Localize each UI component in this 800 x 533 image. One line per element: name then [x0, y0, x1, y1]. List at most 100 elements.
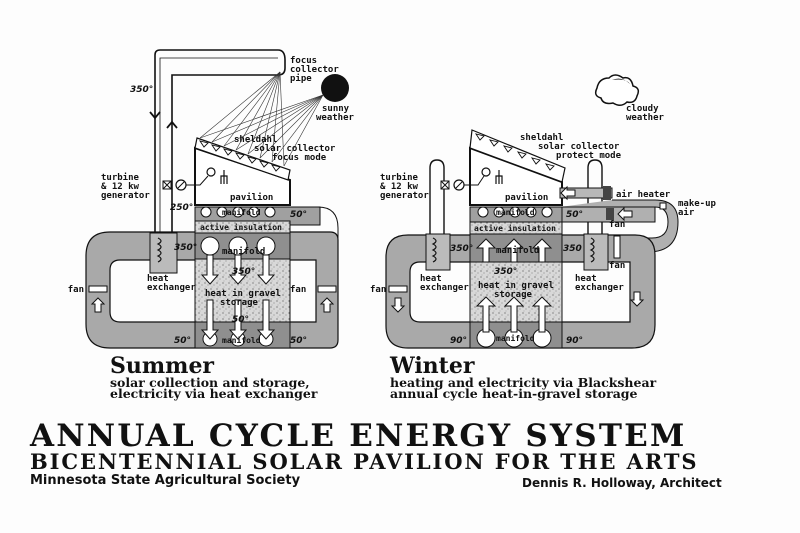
temp-label: 50° [290, 336, 307, 346]
temp-label: 50° [232, 315, 249, 325]
label: manifold [496, 245, 539, 256]
label: generator [380, 191, 429, 201]
label: sheldahl [520, 133, 563, 143]
temp-label: 90° [566, 336, 583, 346]
temp-label: 350° [494, 267, 517, 277]
temp-label: 50° [566, 210, 583, 220]
label: heat [147, 274, 169, 284]
temp-label: 250° [170, 203, 193, 213]
winter-subtitle-line2: annual cycle heat-in-gravel storage [390, 386, 638, 401]
label: active insulation [474, 223, 556, 233]
pipe-up-arrow-icon [166, 120, 178, 129]
label: manifold [222, 335, 261, 345]
left-arrow-icon [617, 206, 633, 222]
label: heat [420, 274, 442, 284]
summer-diagram: focus collector pipe sunny weather sheld… [68, 49, 355, 349]
label: fan [609, 261, 625, 271]
label: fan [370, 285, 386, 295]
temp-label: 50° [290, 210, 307, 220]
label: solar collector [254, 144, 336, 154]
temp-label: 350 [563, 244, 582, 254]
label: turbine [380, 172, 419, 183]
temp-label: 350° [174, 243, 197, 253]
pipe-down-arrow-icon [149, 111, 161, 120]
fan-left-icon [388, 285, 408, 293]
label: fan [290, 285, 306, 295]
temp-label: 350° [450, 244, 473, 254]
label: pipe [290, 73, 312, 84]
up-arrow-icon [90, 297, 106, 313]
label: fan [68, 285, 84, 295]
down-arrow-icon [629, 291, 645, 307]
architect-credit: Dennis R. Holloway, Architect [522, 476, 722, 490]
summer-heat-exchanger [149, 232, 178, 274]
label: fan [609, 220, 625, 230]
label: exchanger [420, 283, 469, 293]
label: turbine [101, 172, 140, 183]
label: focus mode [272, 153, 327, 163]
client-credit: Minnesota State Agricultural Society [30, 473, 301, 488]
label: make-up [678, 199, 717, 209]
temp-label: 350° [130, 85, 153, 95]
make-up-air-damper [659, 202, 667, 210]
label: weather [316, 113, 355, 123]
winter-subtitle-line1: heating and electricity via Blackshear [390, 375, 657, 390]
sun-icon [321, 74, 349, 102]
label: air heater [616, 189, 671, 200]
label: focus [290, 56, 317, 66]
label: manifold [496, 333, 535, 343]
temp-label: 350° [232, 267, 255, 277]
light-bulb-icon [481, 167, 491, 177]
label: air [678, 207, 695, 218]
label: weather [626, 113, 665, 123]
label: & 12 kw [380, 182, 419, 192]
storage-down-arrows [200, 254, 276, 340]
winter-collector [469, 129, 566, 183]
winter-heat-exchanger-left [425, 233, 451, 271]
label: pavilion [505, 192, 548, 203]
temp-label: 90° [450, 336, 467, 346]
label: storage [220, 298, 259, 308]
summer-subtitle-line2: electricity via heat exchanger [110, 386, 318, 401]
label: active insulation [200, 222, 282, 232]
winter-heat-exchanger-right [583, 233, 609, 271]
storage-up-arrows [475, 238, 553, 333]
label: manifold [222, 207, 261, 217]
light-bulb-icon [206, 167, 216, 177]
label: heat in gravel [478, 280, 554, 291]
winter-title: Winter [390, 353, 475, 379]
label: sunny [322, 104, 350, 114]
label: heat in gravel [205, 288, 281, 299]
up-arrow-icon [319, 297, 335, 313]
label: solar collector [538, 142, 620, 152]
fan-left-icon [88, 285, 108, 293]
label: sheldahl [234, 135, 277, 145]
label: storage [494, 290, 533, 300]
summer-title: Summer [110, 353, 215, 379]
label: cloudy [626, 104, 659, 114]
label: protect mode [556, 151, 622, 161]
label: generator [101, 191, 150, 201]
person-icon [495, 170, 503, 184]
temp-label: 50° [174, 336, 191, 346]
label: manifold [222, 246, 265, 257]
fan-right-icon [317, 285, 337, 293]
label: exchanger [147, 283, 196, 293]
air-heater-icon [603, 186, 611, 200]
subtitle: BICENTENNIAL SOLAR PAVILION FOR THE ARTS [30, 449, 699, 474]
summer-collector-pipe [154, 49, 286, 240]
label: collector [290, 65, 339, 75]
down-arrow-icon [390, 297, 406, 313]
cloud-icon [594, 74, 640, 106]
label: manifold [496, 207, 535, 217]
fan-top-icon [606, 208, 614, 220]
person-icon [220, 170, 228, 184]
label: & 12 kw [101, 182, 140, 192]
label: exchanger [575, 283, 624, 293]
air-heater-duct [559, 187, 613, 199]
main-title: ANNUAL CYCLE ENERGY SYSTEM [30, 418, 687, 454]
sun-rays [199, 71, 324, 167]
summer-subtitle-line1: solar collection and storage, [110, 375, 310, 390]
winter-diagram: cloudy weather turbine & 12 kw generator [370, 74, 717, 349]
